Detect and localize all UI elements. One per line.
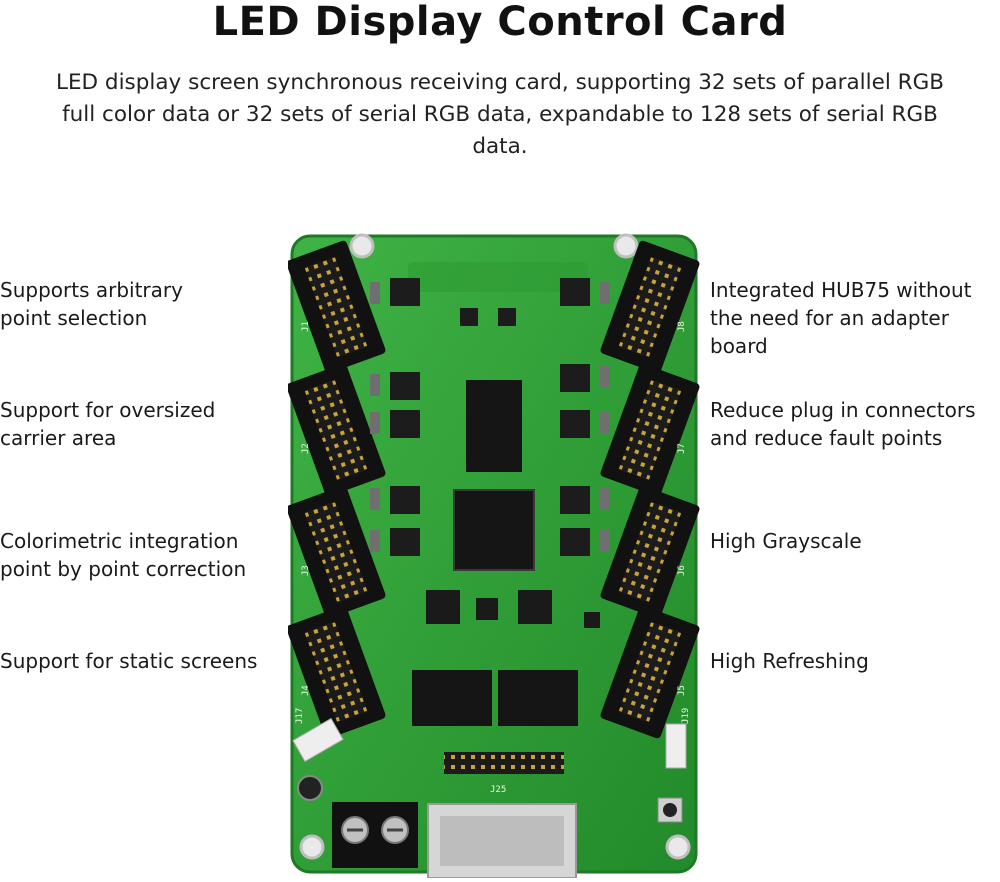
feature-point-selection: Supports arbitrary point selection xyxy=(0,278,183,330)
label-j17: J17 xyxy=(295,708,305,724)
pin-header xyxy=(444,752,564,774)
page-subtitle: LED display screen synchronous receiving… xyxy=(55,70,945,159)
label-j1: J1 xyxy=(301,321,311,332)
label-j2: J2 xyxy=(301,443,311,454)
ethernet-port xyxy=(427,803,577,878)
support-ics xyxy=(426,590,600,628)
resistor-arrays xyxy=(370,282,610,552)
reset-button xyxy=(657,797,683,823)
label-j8: J8 xyxy=(677,321,687,332)
label-j4: J4 xyxy=(301,685,311,696)
side-connector-right xyxy=(665,723,687,769)
mounting-holes xyxy=(299,233,691,860)
feature-high-refreshing: High Refreshing xyxy=(710,649,869,673)
led-control-card-board: J1 J2 J3 J4 J8 J7 J6 J5 J17 J19 J25 xyxy=(288,233,700,878)
feature-integrated-hub75: Integrated HUB75 without the need for an… xyxy=(710,278,972,358)
capacitor xyxy=(297,775,323,801)
ethernet-phy-chips xyxy=(412,670,578,726)
label-j5: J5 xyxy=(677,685,687,696)
feature-high-grayscale: High Grayscale xyxy=(710,529,862,553)
label-j25: J25 xyxy=(490,785,506,795)
power-terminal-block xyxy=(332,802,418,868)
label-j3: J3 xyxy=(301,565,311,576)
right-hub75-connectors xyxy=(600,240,700,739)
feature-oversized-carrier: Support for oversized carrier area xyxy=(0,398,216,450)
left-hub75-connectors xyxy=(288,240,386,739)
buffer-chips xyxy=(390,278,590,556)
feature-colorimetric-correction: Colorimetric integration point by point … xyxy=(0,529,247,581)
memory-chip xyxy=(466,380,522,472)
label-j6: J6 xyxy=(677,565,687,576)
feature-reduce-connectors: Reduce plug in connectors and reduce fau… xyxy=(710,398,976,450)
feature-static-screens: Support for static screens xyxy=(0,649,258,673)
side-connector-left xyxy=(292,717,344,763)
page-title: LED Display Control Card xyxy=(212,0,788,45)
label-j7: J7 xyxy=(677,443,687,454)
main-fpga-chip xyxy=(453,489,535,571)
label-j19: J19 xyxy=(681,708,691,724)
